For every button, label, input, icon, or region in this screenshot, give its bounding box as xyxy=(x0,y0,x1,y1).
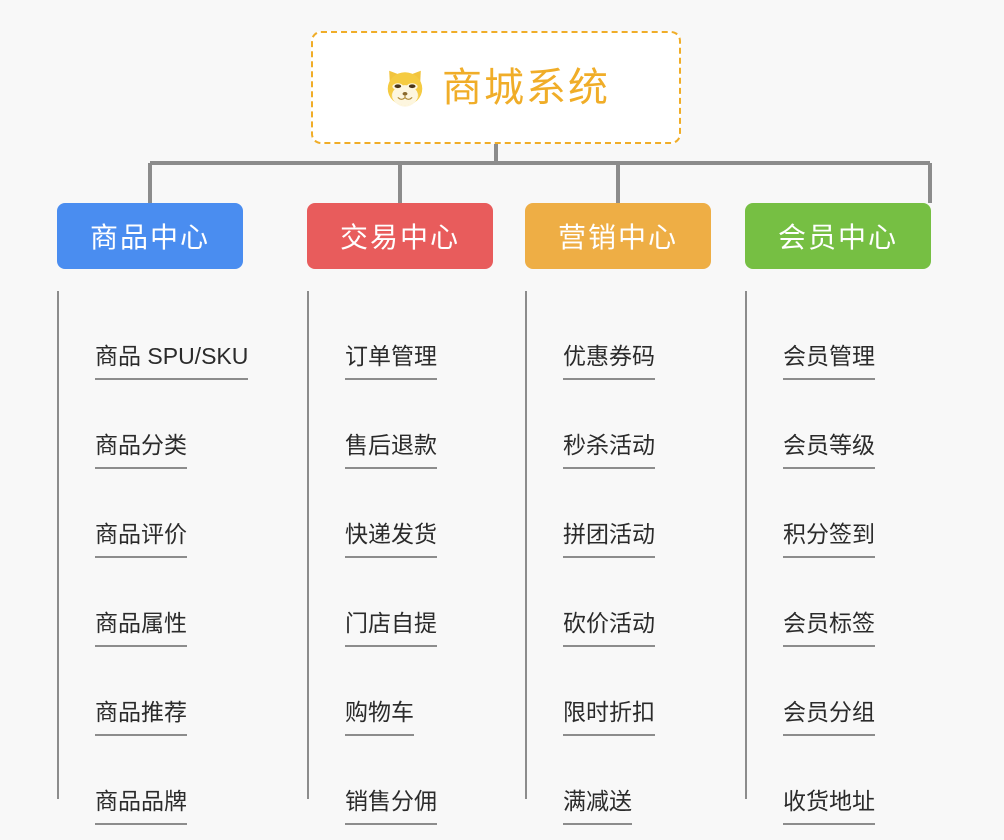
list-item[interactable]: 收货地址 xyxy=(747,736,931,825)
list-item-label: 收货地址 xyxy=(783,788,875,825)
branch-header-product[interactable]: 商品中心 xyxy=(57,203,243,269)
list-item[interactable]: 销售分佣 xyxy=(309,736,493,825)
list-item[interactable]: 购物车 xyxy=(309,647,493,736)
list-item-label: 会员等级 xyxy=(783,432,875,469)
branch-header-label: 会员中心 xyxy=(777,222,898,253)
list-item[interactable]: 积分签到 xyxy=(747,469,931,558)
branch-column-marketing: 营销中心 优惠券码 秒杀活动 拼团活动 砍价活动 限时折扣 满减送 xyxy=(525,203,711,825)
list-item[interactable]: 订单管理 xyxy=(309,291,493,380)
branch-header-label: 交易中心 xyxy=(339,222,460,253)
list-item[interactable]: 商品推荐 xyxy=(59,647,243,736)
branch-header-member[interactable]: 会员中心 xyxy=(745,203,931,269)
list-item-label: 商品分类 xyxy=(95,432,187,469)
root-title: 商城系统 xyxy=(442,65,610,110)
list-item-label: 商品 SPU/SKU xyxy=(95,343,249,380)
list-item-label: 会员标签 xyxy=(783,610,875,647)
list-item-label: 门店自提 xyxy=(345,610,437,647)
list-item-label: 销售分佣 xyxy=(345,788,437,825)
list-item[interactable]: 会员分组 xyxy=(747,647,931,736)
list-item[interactable]: 会员等级 xyxy=(747,380,931,469)
list-item[interactable]: 会员管理 xyxy=(747,291,931,380)
list-item-label: 售后退款 xyxy=(345,432,437,469)
list-item-label: 商品属性 xyxy=(95,610,187,647)
list-item[interactable]: 秒杀活动 xyxy=(527,380,711,469)
list-item[interactable]: 砍价活动 xyxy=(527,558,711,647)
branch-column-product: 商品中心 商品 SPU/SKU 商品分类 商品评价 商品属性 商品推荐 商品品牌 xyxy=(57,203,249,825)
branch-item-list-trade: 订单管理 售后退款 快递发货 门店自提 购物车 销售分佣 xyxy=(307,291,493,825)
list-item-label: 优惠券码 xyxy=(563,343,655,380)
branch-header-label: 商品中心 xyxy=(89,222,210,253)
list-item-label: 订单管理 xyxy=(345,343,437,380)
branch-header-trade[interactable]: 交易中心 xyxy=(307,203,493,269)
list-item[interactable]: 商品品牌 xyxy=(59,736,243,825)
branch-header-label: 营销中心 xyxy=(557,222,678,253)
list-item-label: 会员管理 xyxy=(783,343,875,380)
list-item-label: 满减送 xyxy=(563,788,632,825)
list-item-label: 商品品牌 xyxy=(95,788,187,825)
list-item[interactable]: 优惠券码 xyxy=(527,291,711,380)
list-item[interactable]: 门店自提 xyxy=(309,558,493,647)
list-item-label: 秒杀活动 xyxy=(563,432,655,469)
list-item-label: 砍价活动 xyxy=(563,610,655,647)
branch-item-list-member: 会员管理 会员等级 积分签到 会员标签 会员分组 收货地址 xyxy=(745,291,931,825)
list-item[interactable]: 商品评价 xyxy=(59,469,243,558)
list-item[interactable]: 商品属性 xyxy=(59,558,243,647)
list-item[interactable]: 会员标签 xyxy=(747,558,931,647)
list-item[interactable]: 商品分类 xyxy=(59,380,243,469)
branch-item-list-product: 商品 SPU/SKU 商品分类 商品评价 商品属性 商品推荐 商品品牌 xyxy=(57,291,249,825)
list-item-label: 积分签到 xyxy=(783,521,875,558)
list-item[interactable]: 快递发货 xyxy=(309,469,493,558)
list-item[interactable]: 售后退款 xyxy=(309,380,493,469)
branch-item-list-marketing: 优惠券码 秒杀活动 拼团活动 砍价活动 限时折扣 满减送 xyxy=(525,291,711,825)
branch-header-marketing[interactable]: 营销中心 xyxy=(525,203,711,269)
list-item-label: 限时折扣 xyxy=(563,699,655,736)
list-item-label: 商品推荐 xyxy=(95,699,187,736)
shiba-dog-face-icon xyxy=(387,70,423,107)
list-item-label: 拼团活动 xyxy=(563,521,655,558)
branch-column-member: 会员中心 会员管理 会员等级 积分签到 会员标签 会员分组 收货地址 xyxy=(745,203,931,825)
list-item[interactable]: 满减送 xyxy=(527,736,711,825)
list-item[interactable]: 商品 SPU/SKU xyxy=(59,291,249,380)
list-item-label: 商品评价 xyxy=(95,521,187,558)
root-node[interactable]: 商城系统 xyxy=(311,31,681,144)
list-item-label: 会员分组 xyxy=(783,699,875,736)
list-item[interactable]: 拼团活动 xyxy=(527,469,711,558)
list-item[interactable]: 限时折扣 xyxy=(527,647,711,736)
list-item-label: 快递发货 xyxy=(345,521,437,558)
list-item-label: 购物车 xyxy=(345,699,414,736)
branch-column-trade: 交易中心 订单管理 售后退款 快递发货 门店自提 购物车 销售分佣 xyxy=(307,203,493,825)
